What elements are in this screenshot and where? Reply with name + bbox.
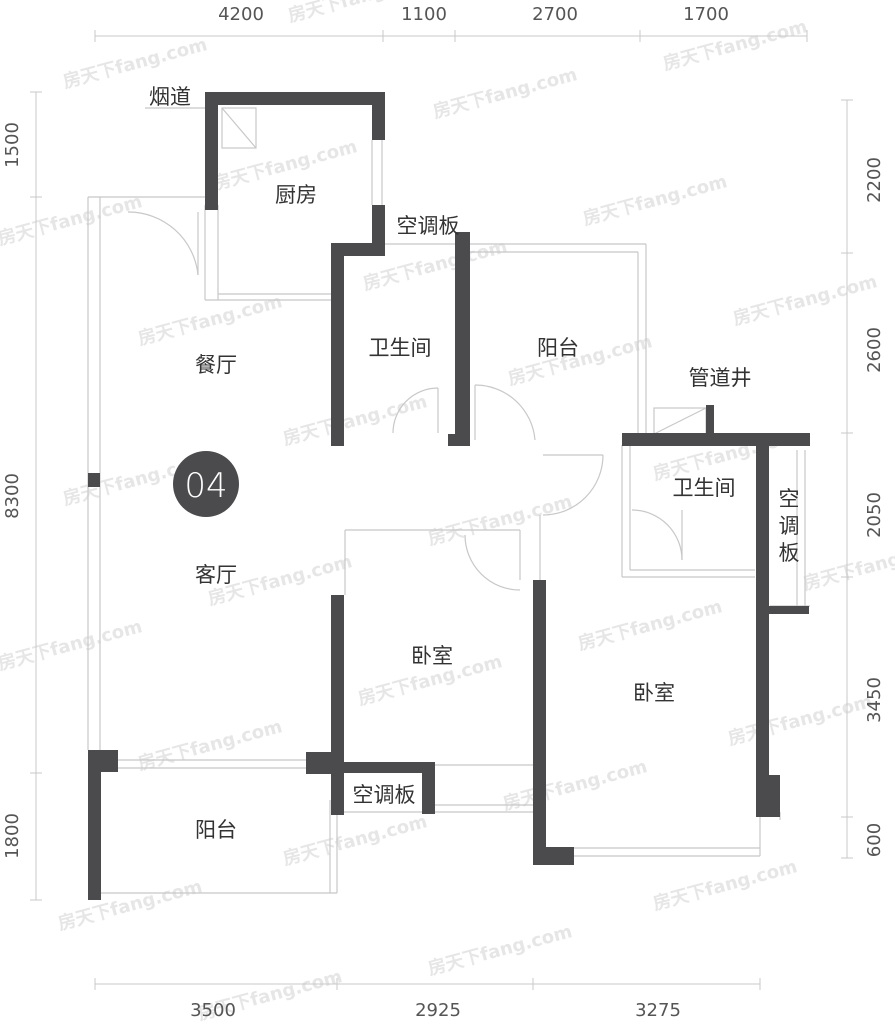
watermark: 房天下fang.com — [731, 270, 880, 330]
dim-right-4: 3450 — [864, 677, 885, 723]
unit-badge-label: 04 — [184, 466, 227, 506]
watermark: 房天下fang.com — [501, 755, 650, 815]
room-label-bedroom-1: 卧室 — [411, 644, 453, 668]
dim-right-1: 2200 — [864, 157, 885, 203]
dimension-labels: 4200 1100 2700 1700 3500 2925 3275 1500 … — [2, 4, 885, 1021]
room-label-balcony-1: 阳台 — [537, 336, 579, 360]
watermark: 房天下fang.com — [801, 535, 895, 595]
dim-top-3: 2700 — [532, 4, 578, 25]
watermark: 房天下fang.com — [426, 490, 575, 550]
watermark: 房天下fang.com — [281, 810, 430, 870]
watermark: 房天下fang.com — [506, 330, 655, 390]
dim-right-5: 600 — [864, 823, 885, 857]
dim-left-3: 1800 — [2, 813, 23, 859]
watermark: 房天下fang.com — [61, 33, 210, 93]
watermark: 房天下fang.com — [431, 63, 580, 123]
dim-left-1: 1500 — [2, 122, 23, 168]
watermark: 房天下fang.com — [0, 190, 145, 250]
dimension-lines — [30, 30, 853, 990]
dim-bottom-3: 3275 — [635, 1000, 681, 1021]
room-label-living: 客厅 — [195, 563, 237, 587]
ac-board-2-char: 调 — [779, 514, 800, 538]
ac-board-2-char: 板 — [779, 541, 800, 565]
room-label-balcony-2: 阳台 — [195, 818, 237, 842]
dim-top-1: 4200 — [218, 4, 264, 25]
watermark: 房天下fang.com — [281, 390, 430, 450]
room-label-bathroom-2: 卫生间 — [673, 476, 736, 500]
dim-right-2: 2600 — [864, 327, 885, 373]
room-label-ac-board-3: 空调板 — [353, 783, 416, 807]
room-label-dining: 餐厅 — [195, 353, 237, 377]
room-labels: 烟道 厨房 空调板 餐厅 卫生间 阳台 管道井 卫生间 空 调 板 客厅 卧室 … — [149, 85, 800, 842]
dim-left-2: 8300 — [2, 473, 23, 519]
room-label-chimney: 烟道 — [149, 85, 191, 109]
dim-bottom-1: 3500 — [190, 1000, 236, 1021]
room-label-bathroom-1: 卫生间 — [369, 336, 432, 360]
watermark: 房天下fang.com — [136, 290, 285, 350]
dim-right-3: 2050 — [864, 492, 885, 538]
watermark: 房天下fang.com — [651, 855, 800, 915]
room-label-ac-board-2: 空 调 板 — [779, 487, 800, 565]
room-label-ac-board-1: 空调板 — [397, 214, 460, 238]
walls — [88, 92, 810, 900]
room-label-bedroom-2: 卧室 — [633, 681, 675, 705]
room-label-pipe-shaft: 管道井 — [689, 366, 752, 390]
room-label-kitchen: 厨房 — [275, 183, 317, 207]
watermark: 房天下fang.com — [726, 690, 875, 750]
watermark: 房天下fang.com — [56, 875, 205, 935]
dim-top-2: 1100 — [401, 4, 447, 25]
watermark: 房天下fang.com — [581, 170, 730, 230]
watermark: 房天下fang.com — [426, 920, 575, 980]
dim-top-4: 1700 — [683, 4, 729, 25]
ac-board-2-char: 空 — [779, 487, 800, 511]
dim-bottom-2: 2925 — [415, 1000, 461, 1021]
unit-badge: 04 — [173, 451, 239, 517]
watermark: 房天下fang.com — [576, 595, 725, 655]
watermark: 房天下fang.com — [0, 615, 145, 675]
watermark: 房天下fang.com — [136, 715, 285, 775]
